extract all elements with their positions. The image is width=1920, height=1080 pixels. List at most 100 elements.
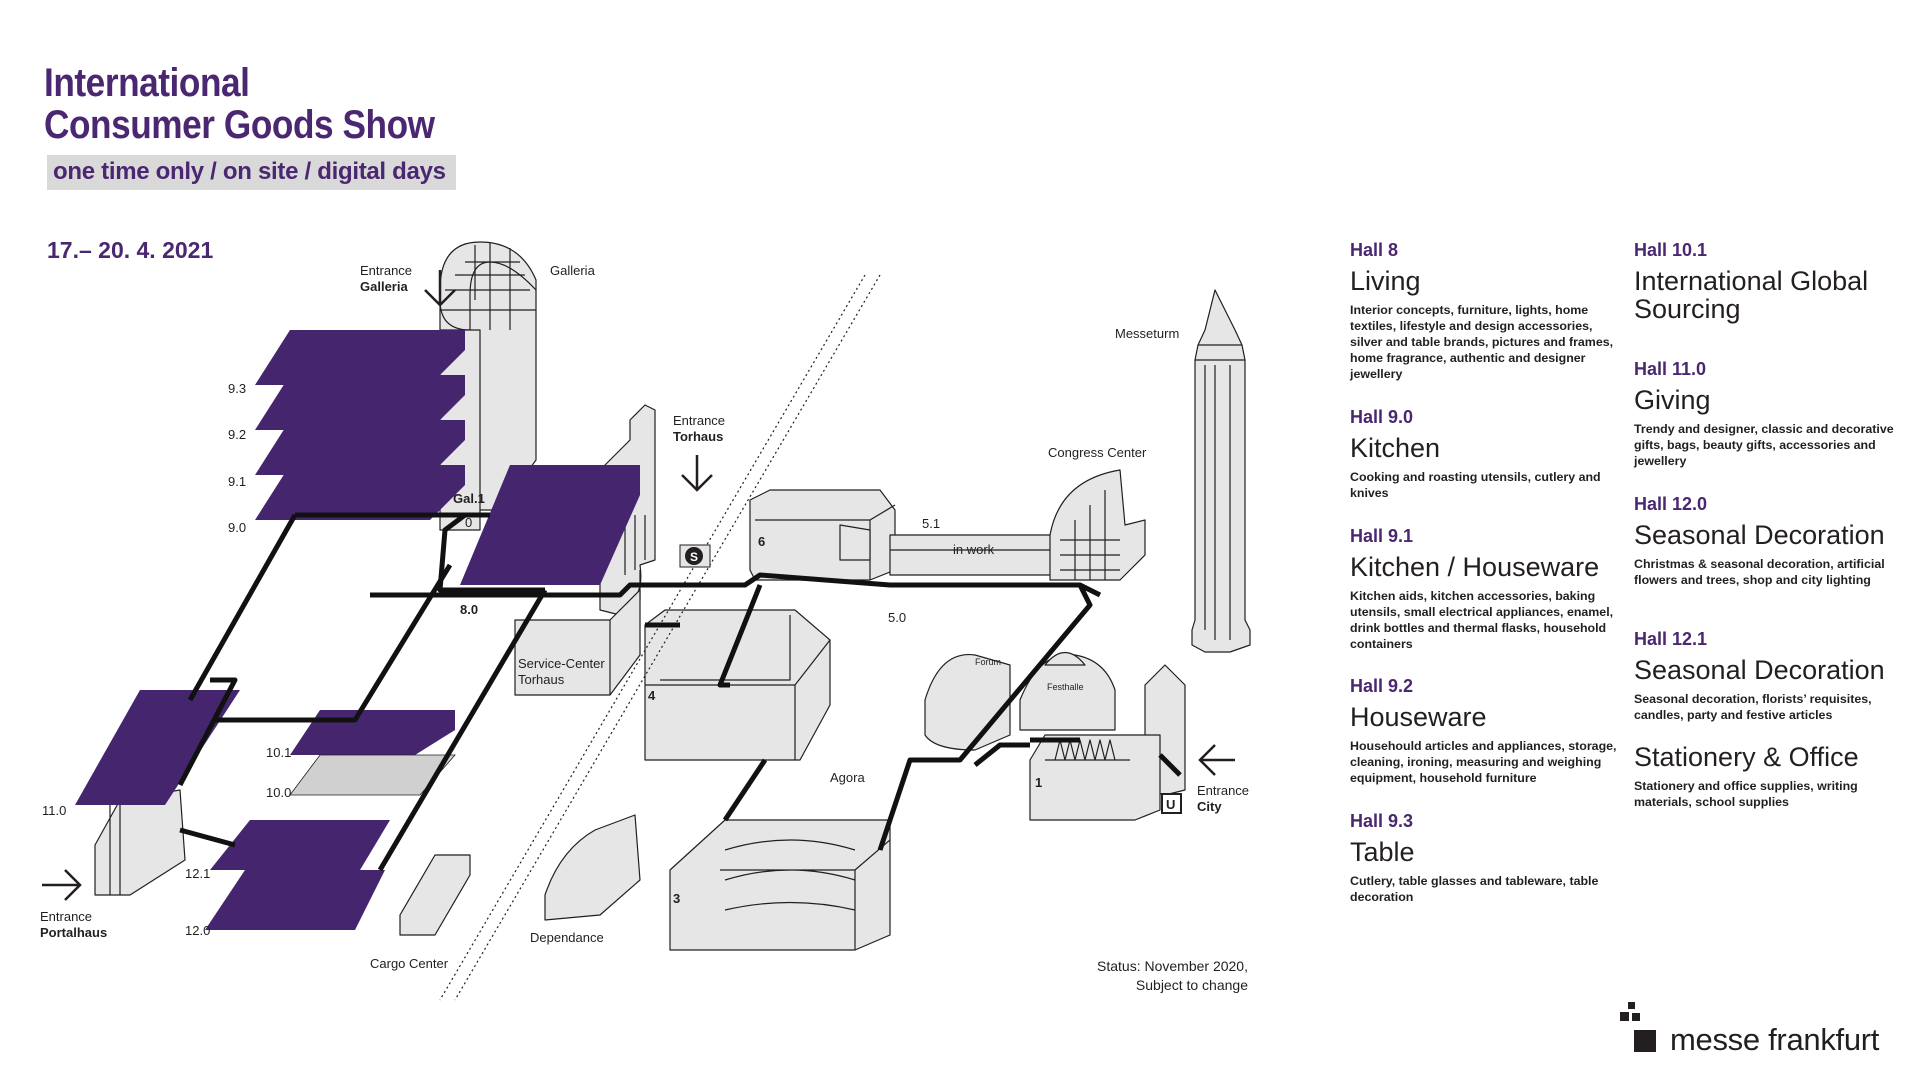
hall-11-0-legend: Hall 11.0 Giving Trendy and designer, cl… <box>1634 359 1904 469</box>
hall-9-2-label: 9.2 <box>228 427 246 442</box>
hall-9-1-floor <box>255 420 465 475</box>
messeturm-building <box>1191 289 1251 653</box>
hall-theme: Kitchen / Houseware <box>1350 552 1600 582</box>
hall-9-0-floor <box>255 465 465 520</box>
hall-5-0-label: 5.0 <box>888 610 906 625</box>
hall-9-2-floor <box>255 375 465 430</box>
hall-description: Seasonal decoration, florists’ requisite… <box>1634 692 1872 722</box>
hall-theme: Seasonal Decoration <box>1634 520 1885 550</box>
hall-number: Hall 12.1 <box>1634 629 1708 649</box>
hall-1-building <box>1029 734 1161 821</box>
hall-theme: International Global Sourcing <box>1634 266 1869 324</box>
hall-number: Hall 9.0 <box>1350 407 1414 427</box>
hall-number: Hall 9.2 <box>1350 676 1414 696</box>
hall-6-label: 6 <box>758 534 765 549</box>
s-bahn-label: S <box>690 550 698 564</box>
messe-frankfurt-logo-mark-icon <box>1620 1002 1656 1052</box>
in-work-label: in work <box>953 542 995 557</box>
hall-10-0-label: 10.0 <box>266 785 291 800</box>
entrance-city-name: City <box>1197 799 1222 814</box>
hall-12-1-label: 12.1 <box>185 866 210 881</box>
hall-10-1-legend: Hall 10.1 International Global Sourcing <box>1634 240 1904 330</box>
show-title: International Consumer Goods Show <box>44 62 488 146</box>
hall-10-1-label: 10.1 <box>266 745 291 760</box>
hall-number: Hall 9.1 <box>1350 526 1414 546</box>
title-line-2: Consumer Goods Show <box>44 103 435 147</box>
hall-description: Interior concepts, furniture, lights, ho… <box>1350 303 1614 381</box>
hall-description: Trendy and designer, classic and decorat… <box>1634 422 1894 468</box>
hall-9-2-legend: Hall 9.2 Houseware Househould articles a… <box>1350 676 1620 786</box>
hall-4-label: 4 <box>648 688 656 703</box>
hall-theme: Table <box>1350 837 1415 867</box>
hall-9-0-legend: Hall 9.0 Kitchen Cooking and roasting ut… <box>1350 407 1620 501</box>
hall-9-1-legend: Hall 9.1 Kitchen / Houseware Kitchen aid… <box>1350 526 1620 652</box>
hall-description: Kitchen aids, kitchen accessories, bakin… <box>1350 589 1614 651</box>
galleria-label: Galleria <box>550 263 596 278</box>
hall-5-1-label: 5.1 <box>922 516 940 531</box>
forum-building <box>924 653 1011 751</box>
entrance-torhaus-label: Entrance <box>673 413 725 428</box>
hall-12-1-floor <box>210 820 390 870</box>
hall-theme: Stationery & Office <box>1634 742 1859 772</box>
entrance-portalhaus-name: Portalhaus <box>40 925 107 940</box>
messe-frankfurt-wordmark: messe frankfurt <box>1670 1022 1880 1057</box>
hall-number: Hall 10.1 <box>1634 240 1708 260</box>
entrance-galleria-label: Entrance <box>360 263 412 278</box>
hall-11-0-floor <box>75 690 240 805</box>
hall-description: Christmas & seasonal decoration, artific… <box>1634 557 1885 587</box>
hall-description: Cooking and roasting utensils, cutlery a… <box>1350 470 1601 500</box>
hall-3-label: 3 <box>673 891 680 906</box>
show-dates: 17.– 20. 4. 2021 <box>47 237 214 263</box>
messe-frankfurt-logo: messe frankfurt <box>1618 1000 1898 1057</box>
entrance-galleria-name: Galleria <box>360 279 408 294</box>
title-line-1: International <box>44 61 250 105</box>
hall-description: Househould articles and appliances, stor… <box>1350 739 1617 785</box>
hall-theme: Giving <box>1634 385 1711 415</box>
dependance-label: Dependance <box>530 930 604 945</box>
hall-9-3-legend: Hall 9.3 Table Cutlery, table glasses an… <box>1350 811 1620 905</box>
s-bahn-icon <box>685 547 703 565</box>
festhalle-label: Festhalle <box>1047 682 1084 692</box>
dependance-building <box>544 814 641 921</box>
hall-number: Hall 12.0 <box>1634 494 1708 514</box>
cargo-center-building <box>399 854 471 936</box>
portalhaus-building <box>94 789 186 896</box>
hall-12-1-legend: Hall 12.1 Seasonal Decoration Seasonal d… <box>1634 629 1904 723</box>
hall-theme: Living <box>1350 266 1421 296</box>
entrance-city-label: Entrance <box>1197 783 1249 798</box>
hall-10-0-floor <box>289 754 456 796</box>
status-line-1: Status: November 2020, <box>1097 958 1248 974</box>
hall-6-building <box>749 489 896 581</box>
congress-center-building <box>1049 469 1146 581</box>
hall-number: Hall 8 <box>1350 240 1399 260</box>
hall-8-0-floor <box>460 465 640 585</box>
u-bahn-icon <box>1161 793 1182 814</box>
hall-description: Stationery and office supplies, writing … <box>1634 779 1858 809</box>
hall-12-0-floor <box>205 870 385 930</box>
agora-label: Agora <box>830 770 865 785</box>
hall-12-0-label: 12.0 <box>185 923 210 938</box>
hall-9-1-label: 9.1 <box>228 474 246 489</box>
entrance-torhaus-name: Torhaus <box>673 429 723 444</box>
hall-theme: Houseware <box>1350 702 1487 732</box>
service-center-label: Service-Center <box>518 656 605 671</box>
hall-11-0-label: 11.0 <box>42 803 66 818</box>
hall-theme: Kitchen <box>1350 433 1441 463</box>
festhalle-building <box>1019 653 1116 731</box>
congress-center-label: Congress Center <box>1048 445 1147 460</box>
status-note: Status: November 2020, Subject to change <box>1070 957 1248 995</box>
messeturm-label: Messeturm <box>1115 326 1179 341</box>
cargo-center-label: Cargo Center <box>370 956 449 971</box>
hall-9-3-floor <box>255 330 465 385</box>
hall-9-0-label: 9.0 <box>228 520 246 535</box>
service-center-torhaus-label: Torhaus <box>518 672 565 687</box>
hall-9-3-label: 9.3 <box>228 381 246 396</box>
hall-theme: Seasonal Decoration <box>1634 655 1885 685</box>
stationery-office-legend: Stationery & Office Stationery and offic… <box>1634 743 1904 810</box>
hall-10-1-floor <box>290 710 455 755</box>
gallery-1-label: Gal.1 <box>453 491 485 506</box>
hall-number: Hall 9.3 <box>1350 811 1414 831</box>
forum-label: Forum <box>975 657 1001 667</box>
u-bahn-label: U <box>1166 797 1175 812</box>
